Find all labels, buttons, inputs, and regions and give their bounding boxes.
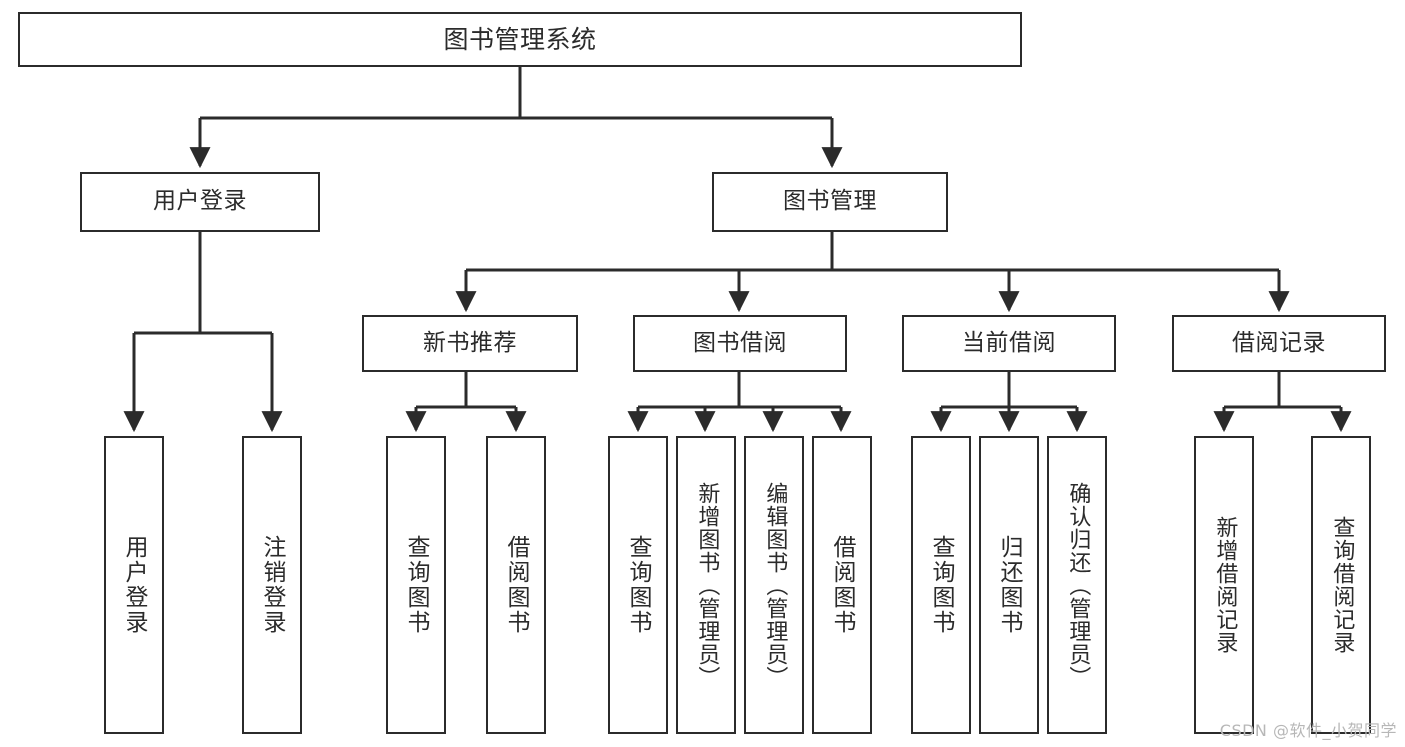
node-leaf-user-login[interactable]: 用户登录 bbox=[104, 436, 164, 734]
node-new-book-recommend[interactable]: 新书推荐 bbox=[362, 315, 578, 372]
node-leaf-borrow-book-recommend[interactable]: 借阅图书 bbox=[486, 436, 546, 734]
node-label: 图书管理 bbox=[783, 188, 877, 215]
node-leaf-add-book-admin[interactable]: 新增图书（管理员） bbox=[676, 436, 736, 734]
node-label: 归还图书 bbox=[996, 535, 1023, 635]
node-leaf-query-book-recommend[interactable]: 查询图书 bbox=[386, 436, 446, 734]
node-leaf-query-book-borrow[interactable]: 查询图书 bbox=[608, 436, 668, 734]
node-label: 编辑图书（管理员） bbox=[762, 481, 788, 689]
node-current-borrow[interactable]: 当前借阅 bbox=[902, 315, 1116, 372]
node-label: 注销登录 bbox=[259, 535, 286, 635]
node-leaf-confirm-return-admin[interactable]: 确认归还（管理员） bbox=[1047, 436, 1107, 734]
node-root-system[interactable]: 图书管理系统 bbox=[18, 12, 1022, 67]
node-leaf-query-borrow-record[interactable]: 查询借阅记录 bbox=[1311, 436, 1371, 734]
node-label: 图书借阅 bbox=[693, 329, 787, 356]
node-book-borrow[interactable]: 图书借阅 bbox=[633, 315, 847, 372]
node-label: 新书推荐 bbox=[423, 329, 517, 356]
node-borrow-record[interactable]: 借阅记录 bbox=[1172, 315, 1386, 372]
node-label: 借阅图书 bbox=[829, 535, 856, 635]
node-label: 新增借阅记录 bbox=[1212, 516, 1238, 654]
node-leaf-borrow-book[interactable]: 借阅图书 bbox=[812, 436, 872, 734]
node-label: 用户登录 bbox=[121, 535, 148, 635]
node-leaf-query-book-current[interactable]: 查询图书 bbox=[911, 436, 971, 734]
node-label: 图书管理系统 bbox=[443, 24, 597, 54]
node-label: 查询图书 bbox=[625, 535, 652, 635]
node-label: 查询借阅记录 bbox=[1329, 516, 1355, 654]
node-label: 新增图书（管理员） bbox=[694, 481, 720, 689]
node-label: 查询图书 bbox=[403, 535, 430, 635]
node-leaf-add-borrow-record[interactable]: 新增借阅记录 bbox=[1194, 436, 1254, 734]
node-label: 用户登录 bbox=[153, 188, 247, 215]
node-label: 查询图书 bbox=[928, 535, 955, 635]
node-leaf-edit-book-admin[interactable]: 编辑图书（管理员） bbox=[744, 436, 804, 734]
node-book-management[interactable]: 图书管理 bbox=[712, 172, 948, 232]
csdn-watermark: CSDN @软件_小贺同学 bbox=[1219, 721, 1397, 740]
node-leaf-logout[interactable]: 注销登录 bbox=[242, 436, 302, 734]
node-label: 确认归还（管理员） bbox=[1065, 481, 1091, 689]
node-label: 当前借阅 bbox=[962, 329, 1056, 356]
node-user-login[interactable]: 用户登录 bbox=[80, 172, 320, 232]
node-leaf-return-book[interactable]: 归还图书 bbox=[979, 436, 1039, 734]
node-label: 借阅图书 bbox=[503, 535, 530, 635]
node-label: 借阅记录 bbox=[1232, 329, 1326, 356]
